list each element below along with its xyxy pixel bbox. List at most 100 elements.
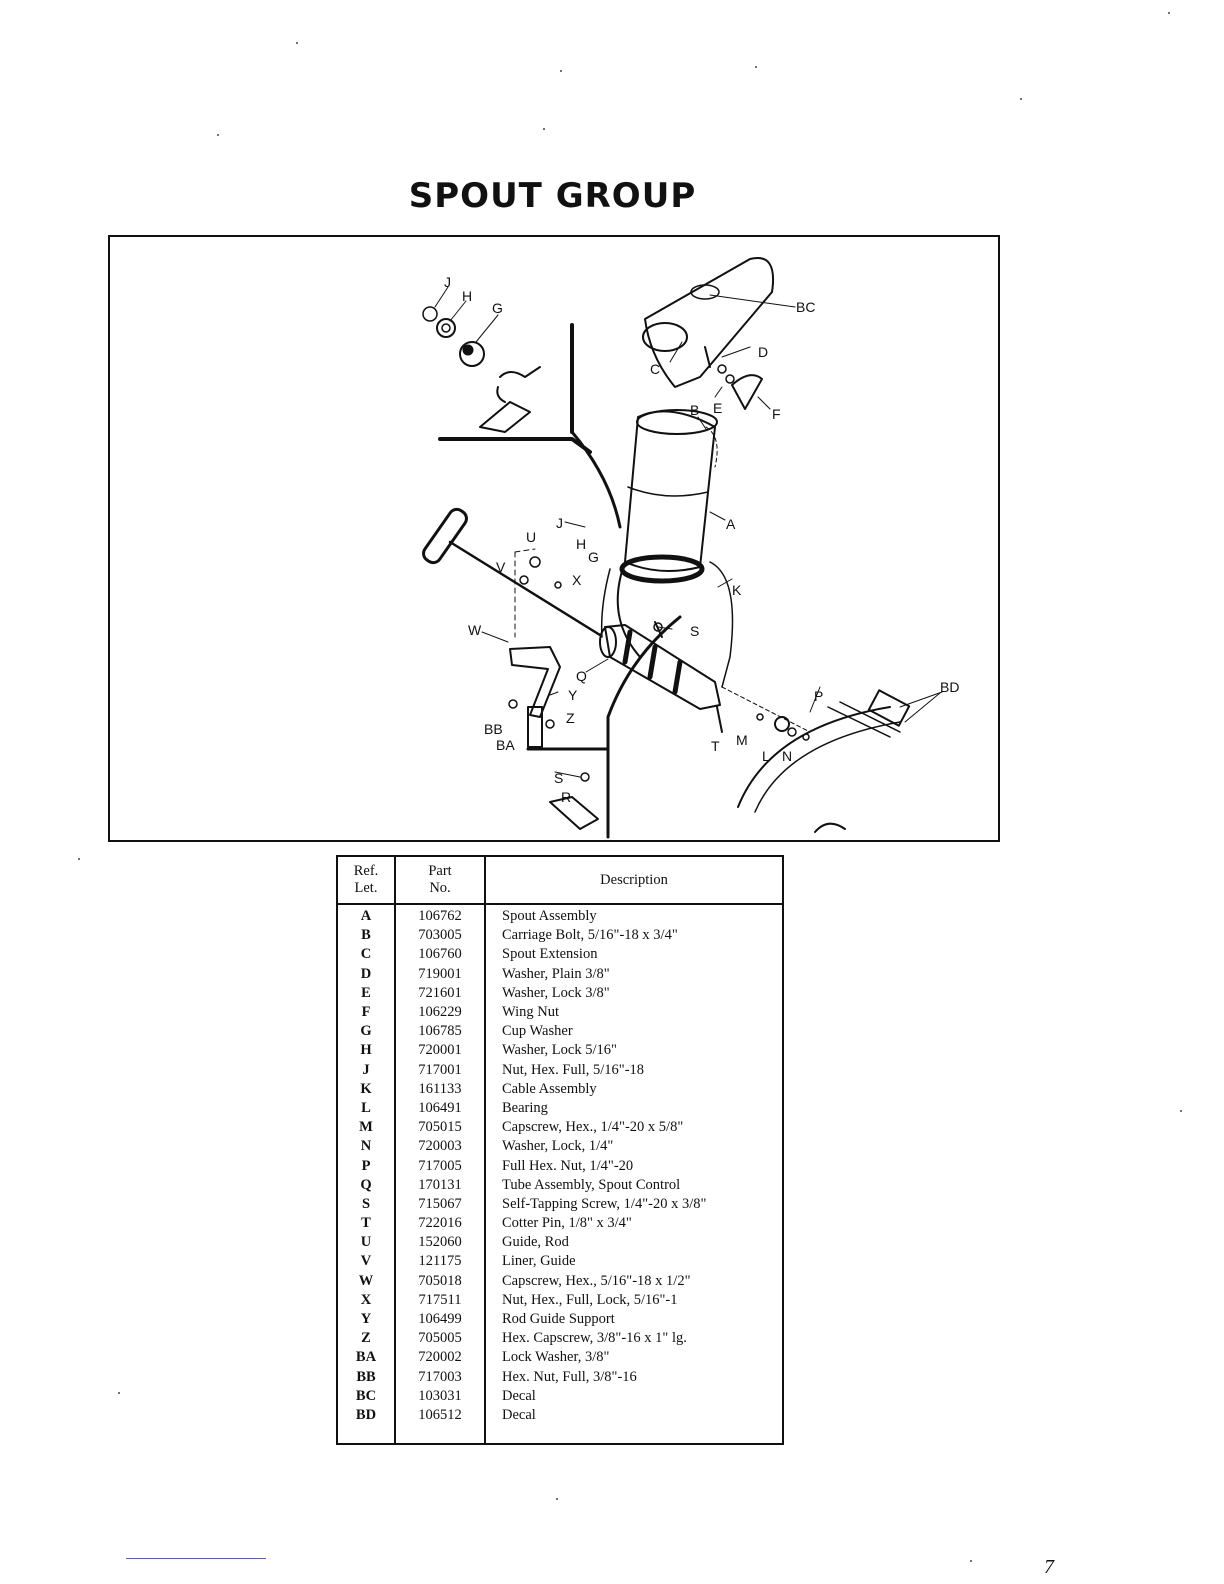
scan-speck [1180, 1110, 1182, 1112]
ref-letter: L [336, 1098, 396, 1119]
part-number: 719001 [394, 964, 486, 984]
ref-letter: C [336, 945, 396, 965]
callout-s-bot: S [554, 770, 563, 786]
part-description: Tube Assembly, Spout Control [484, 1175, 784, 1195]
exploded-view-illustration: J H G BC C D B E F A J U H G V X K W S Q… [422, 256, 959, 839]
scan-speck [1020, 98, 1022, 100]
ref-letter: B [336, 926, 396, 946]
ref-letter: Z [336, 1329, 396, 1349]
callout-t: T [711, 738, 720, 754]
ref-letter: M [336, 1118, 396, 1138]
ref-letter: V [336, 1252, 396, 1272]
part-description: Self-Tapping Screw, 1/4"-20 x 3/8" [484, 1194, 784, 1214]
part-number: 717003 [394, 1367, 486, 1387]
part-description: Washer, Plain 3/8" [484, 964, 784, 984]
callout-bc: BC [796, 299, 815, 315]
scan-speck [970, 1560, 972, 1562]
part-description: Bearing [484, 1098, 784, 1119]
part-number: 717005 [394, 1156, 486, 1176]
scan-speck [296, 42, 298, 44]
callout-f: F [772, 406, 781, 422]
scan-speck [1168, 12, 1170, 14]
ref-letter: G [336, 1022, 396, 1042]
part-number: 106785 [394, 1022, 486, 1042]
scan-speck [217, 134, 219, 136]
ref-letter: N [336, 1137, 396, 1157]
callout-a: A [726, 516, 736, 532]
part-number: 721601 [394, 983, 486, 1003]
callout-b: B [690, 402, 699, 418]
part-description: Decal [484, 1386, 784, 1406]
scan-speck [543, 128, 545, 130]
part-number: 715067 [394, 1194, 486, 1214]
callout-k: K [732, 582, 742, 598]
part-description: Lock Washer, 3/8" [484, 1348, 784, 1368]
part-description: Washer, Lock, 1/4" [484, 1137, 784, 1157]
part-number: 106762 [394, 904, 486, 927]
part-number: 705015 [394, 1118, 486, 1138]
part-description: Cotter Pin, 1/8" x 3/4" [484, 1214, 784, 1234]
part-number: 103031 [394, 1386, 486, 1406]
callout-g-top: G [492, 300, 503, 316]
part-description: Decal [484, 1405, 784, 1426]
callout-h-mid: H [576, 536, 586, 552]
part-number: 121175 [394, 1252, 486, 1272]
part-description: Hex. Capscrew, 3/8"-16 x 1" lg. [484, 1329, 784, 1349]
ref-letter: E [336, 983, 396, 1003]
part-number: 152060 [394, 1233, 486, 1253]
part-description: Guide, Rod [484, 1233, 784, 1253]
part-number: 717001 [394, 1060, 486, 1080]
part-number: 106512 [394, 1405, 486, 1426]
part-description: Spout Assembly [484, 904, 784, 927]
ref-letter: D [336, 964, 396, 984]
part-number: 720001 [394, 1041, 486, 1061]
callout-w: W [468, 622, 482, 638]
callout-c: C [650, 361, 660, 377]
part-description: Capscrew, Hex., 1/4"-20 x 5/8" [484, 1118, 784, 1138]
ref-letter: K [336, 1079, 396, 1099]
part-number: 161133 [394, 1079, 486, 1099]
callout-m: M [736, 732, 748, 748]
ref-letter: T [336, 1214, 396, 1234]
page-title: SPOUT GROUP [408, 176, 697, 216]
table-spacer-row [336, 1425, 784, 1445]
callout-j-mid: J [556, 515, 563, 531]
part-number: 703005 [394, 926, 486, 946]
spout-group-diagram: J H G BC C D B E F A J U H G V X K W S Q… [108, 235, 1000, 842]
callout-d: D [758, 344, 768, 360]
callout-x: X [572, 572, 582, 588]
part-number: 705018 [394, 1271, 486, 1291]
scan-speck [556, 1498, 558, 1500]
callout-h-top: H [462, 288, 472, 304]
part-number: 720002 [394, 1348, 486, 1368]
ref-letter: BD [336, 1405, 396, 1426]
ref-letter: U [336, 1233, 396, 1253]
ref-letter: W [336, 1271, 396, 1291]
ref-letter: S [336, 1194, 396, 1214]
callout-q: Q [576, 668, 587, 684]
part-description: Cable Assembly [484, 1079, 784, 1099]
part-number: 720003 [394, 1137, 486, 1157]
callout-e: E [713, 400, 722, 416]
ref-letter: X [336, 1290, 396, 1310]
ref-letter: BC [336, 1386, 396, 1406]
callout-v: V [496, 559, 506, 575]
part-description: Carriage Bolt, 5/16"-18 x 3/4" [484, 926, 784, 946]
scan-speck [78, 858, 80, 860]
